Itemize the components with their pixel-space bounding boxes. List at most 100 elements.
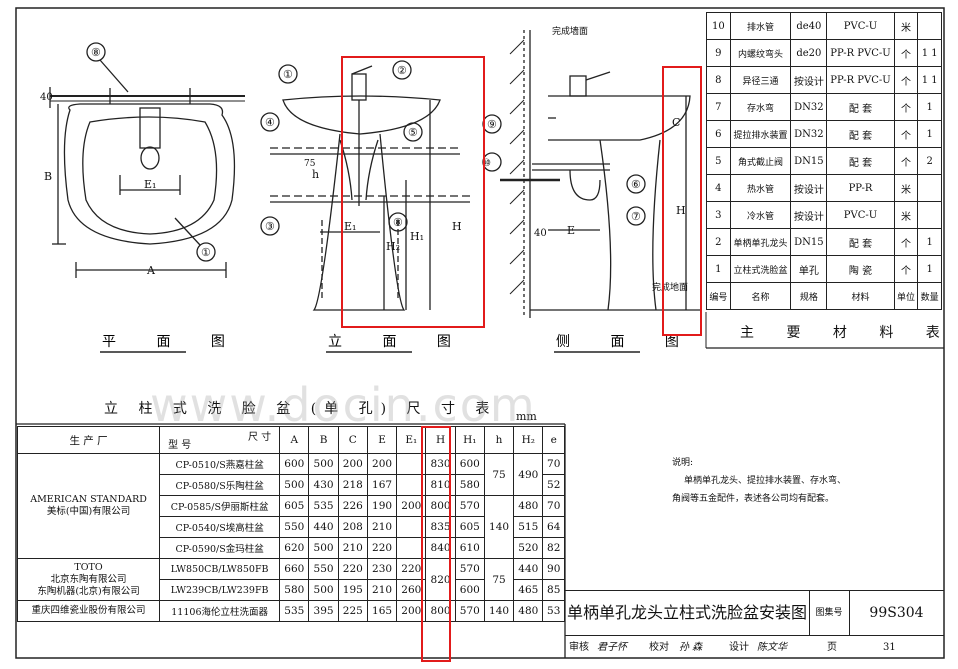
material-cell: de20 bbox=[790, 39, 828, 67]
atlas-label: 图集号 bbox=[809, 591, 850, 635]
material-cell: 个 bbox=[893, 255, 919, 283]
dimension-cell: 660 bbox=[279, 558, 310, 580]
material-cell: 按设计 bbox=[790, 174, 828, 202]
dim-B: B bbox=[44, 170, 52, 183]
material-cell: 1 bbox=[917, 228, 942, 256]
material-cell bbox=[917, 174, 942, 202]
dim-C: C bbox=[672, 116, 680, 129]
dim-40-side: 40 bbox=[534, 228, 547, 239]
wall-label: 完成墙面 bbox=[552, 25, 588, 37]
dimension-cell: 85 bbox=[542, 579, 565, 601]
callout-4: ④ bbox=[265, 116, 275, 129]
maker-cell: 重庆四维瓷业股份有限公司 bbox=[16, 600, 161, 622]
material-cell: PVC-U bbox=[826, 12, 895, 40]
dimension-cell: 140 bbox=[483, 495, 515, 559]
dimension-cell: 570 bbox=[454, 558, 485, 580]
header-col: h bbox=[483, 426, 515, 454]
material-cell: 个 bbox=[893, 39, 919, 67]
dimension-cell: 70 bbox=[542, 453, 565, 475]
dimension-cell: 395 bbox=[308, 600, 339, 622]
dimension-cell: CP-0590/S金玛柱盆 bbox=[159, 537, 281, 559]
dim-h: h bbox=[312, 168, 319, 181]
material-cell: 1 bbox=[917, 93, 942, 121]
material-cell: 提拉排水装置 bbox=[729, 120, 792, 148]
dimension-cell: 800 bbox=[425, 600, 456, 622]
plan-view-label: 平 面 图 bbox=[102, 334, 243, 350]
dim-75: 75 bbox=[304, 159, 316, 169]
elevation-view-label: 立 面 图 bbox=[328, 334, 469, 350]
callout-1-elev: ① bbox=[283, 68, 293, 81]
material-cell: 冷水管 bbox=[729, 201, 792, 229]
material-header-cell: 规格 bbox=[790, 282, 828, 310]
material-cell: 4 bbox=[706, 174, 731, 202]
check-name: 孙 森 bbox=[679, 642, 703, 653]
material-cell: 8 bbox=[706, 66, 731, 94]
material-cell: 5 bbox=[706, 147, 731, 175]
material-cell: PP-R PVC-U bbox=[826, 66, 895, 94]
material-header-cell: 名称 bbox=[729, 282, 792, 310]
dim-E: E bbox=[567, 224, 575, 237]
material-header-row: 编号名称规格材料单位数量 bbox=[706, 282, 942, 310]
dim-H2: H₂ bbox=[386, 240, 400, 253]
dimension-cell: 230 bbox=[366, 558, 398, 580]
material-cell: 配 套 bbox=[826, 93, 895, 121]
dimension-cell: 430 bbox=[308, 474, 339, 496]
dimension-cell: 200 bbox=[337, 453, 368, 475]
dimension-cell: 440 bbox=[513, 558, 544, 580]
dimension-cell: LW850CB/LW850FB bbox=[159, 558, 281, 580]
dimension-cell: 210 bbox=[366, 579, 398, 601]
material-cell: 1 bbox=[917, 120, 942, 148]
dimension-cell: 490 bbox=[513, 453, 544, 496]
dimension-cell: 600 bbox=[454, 579, 485, 601]
dimension-cell: CP-0585/S伊丽斯柱盆 bbox=[159, 495, 281, 517]
material-cell: 陶 瓷 bbox=[826, 255, 895, 283]
title-block: 单柄单孔龙头立柱式洗脸盆安装图 图集号 99S304 审核 君子怀 校对 孙 森… bbox=[565, 590, 944, 659]
material-cell: PP-R PVC-U bbox=[826, 39, 895, 67]
elevation-view bbox=[260, 60, 470, 311]
review-label: 审核 bbox=[569, 642, 589, 653]
design-label: 设计 bbox=[729, 642, 749, 653]
drawing-frame bbox=[15, 7, 945, 659]
material-header-cell: 数量 bbox=[917, 282, 942, 310]
maker-cell: TOTO 北京东陶有限公司 东陶机器(北京)有限公司 bbox=[16, 558, 161, 601]
notes-title: 说明: bbox=[672, 458, 694, 468]
page-label: 页 bbox=[827, 642, 837, 653]
material-cell: de40 bbox=[790, 12, 828, 40]
dimension-cell: 64 bbox=[542, 516, 565, 538]
dim-E1-elev: E₁ bbox=[344, 220, 356, 233]
dimension-cell: 605 bbox=[454, 516, 485, 538]
dimension-cell: 53 bbox=[542, 600, 565, 622]
material-cell: 个 bbox=[893, 66, 919, 94]
material-cell: 配 套 bbox=[826, 147, 895, 175]
material-header-cell: 单位 bbox=[893, 282, 919, 310]
dimension-cell: 830 bbox=[425, 453, 456, 475]
plan-view bbox=[49, 42, 245, 278]
material-cell bbox=[917, 201, 942, 229]
highlight-box-elevation bbox=[341, 56, 485, 328]
signature-row: 审核 君子怀 校对 孙 森 设计 陈文华 页 31 bbox=[565, 635, 944, 660]
material-cell: 7 bbox=[706, 93, 731, 121]
material-cell: DN32 bbox=[790, 120, 828, 148]
callout-3: ③ bbox=[265, 220, 275, 233]
atlas-number: 99S304 bbox=[869, 605, 924, 621]
dimension-cell: 835 bbox=[425, 516, 456, 538]
dimension-cell: 600 bbox=[454, 453, 485, 475]
highlight-box-H-column bbox=[421, 426, 451, 662]
page-number: 31 bbox=[883, 642, 896, 653]
callout-6: ⑥ bbox=[631, 178, 641, 191]
header-col: B bbox=[308, 426, 339, 454]
side-view-label: 侧 面 图 bbox=[556, 334, 697, 350]
check-label: 校对 bbox=[649, 642, 669, 653]
dimension-cell: 610 bbox=[454, 537, 485, 559]
material-header-cell: 材料 bbox=[826, 282, 895, 310]
